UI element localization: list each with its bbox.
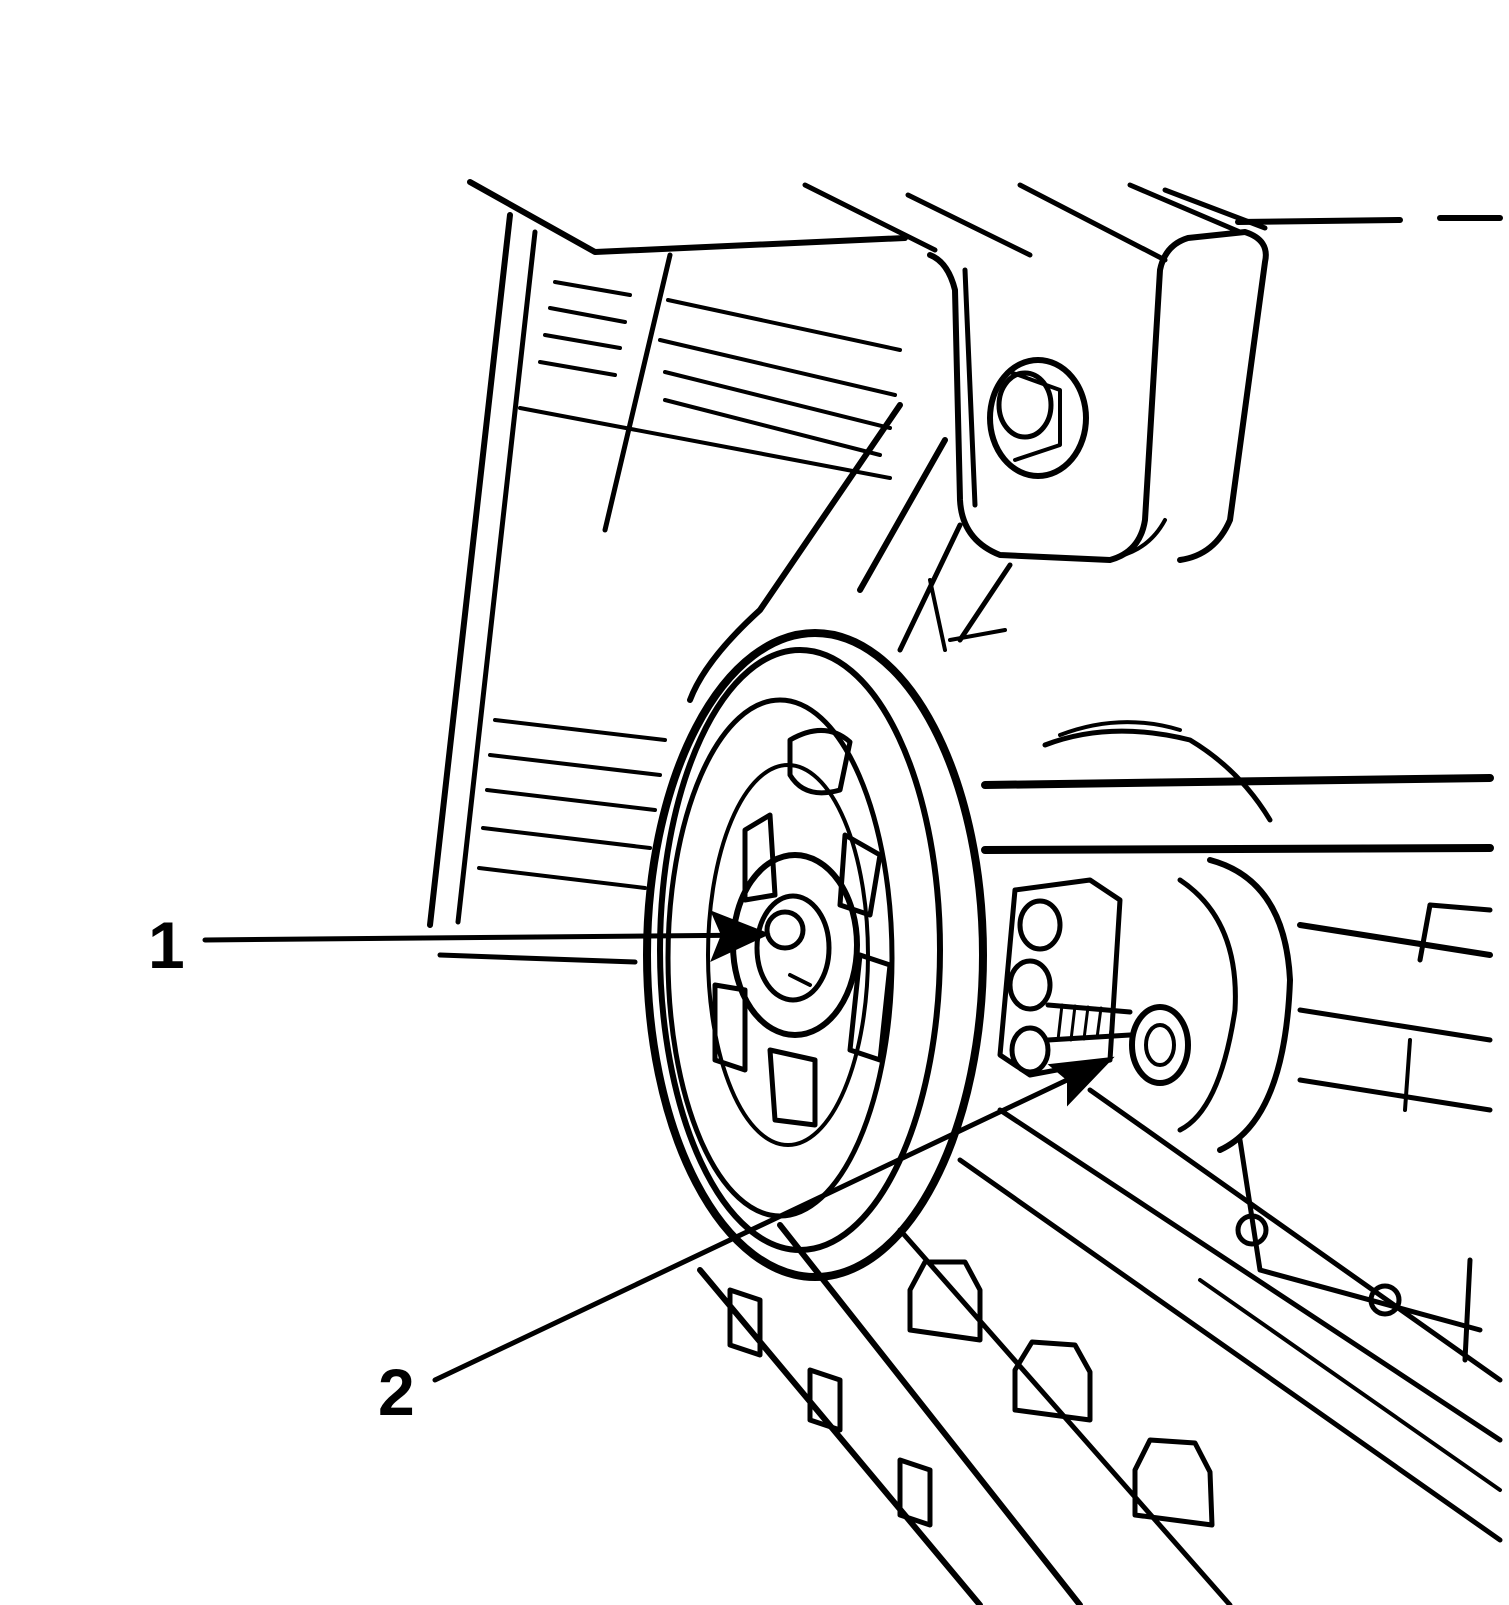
idler-wheel [643, 629, 987, 1281]
bracket-bolt-head [987, 357, 1089, 479]
track-lugs [727, 1259, 1215, 1528]
wheel-hub-bolt [730, 852, 860, 1038]
track-adjuster-assembly [997, 877, 1191, 1086]
callout-2-label: 2 [378, 1355, 415, 1429]
callout-2-arrowhead [1047, 1056, 1115, 1107]
callout-1: 1 [148, 908, 771, 982]
track-belt [697, 1087, 1503, 1605]
suspension-bracket [687, 229, 1269, 703]
callout-2: 2 [378, 1056, 1115, 1429]
callout-1-label: 1 [148, 908, 185, 982]
callout-1-arrowhead [710, 910, 771, 962]
frame-left-side [427, 212, 902, 965]
frame-top-outline [467, 179, 1503, 263]
rear-wheel [1177, 857, 1293, 1153]
rail-side-plate [1235, 902, 1493, 1363]
slide-rail [981, 720, 1494, 854]
